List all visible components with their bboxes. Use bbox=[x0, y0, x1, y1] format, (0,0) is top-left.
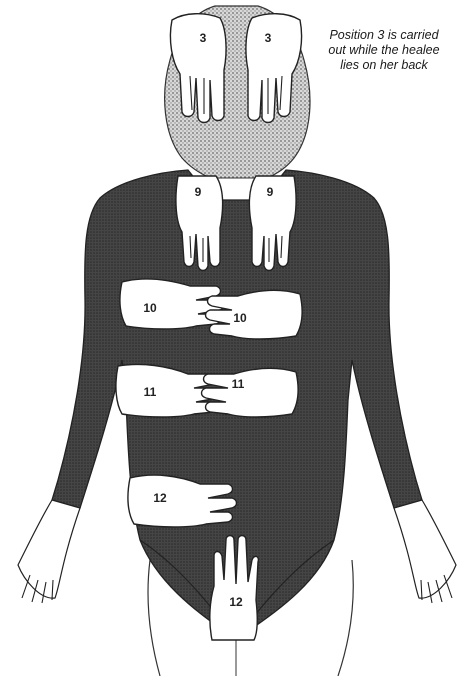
label-9-left: 9 bbox=[195, 185, 202, 199]
caption-line-3: lies on her back bbox=[300, 58, 468, 73]
label-3-left: 3 bbox=[200, 31, 207, 45]
label-10-right: 10 bbox=[233, 311, 247, 325]
label-11-right: 11 bbox=[232, 377, 245, 391]
position-11-right-hand bbox=[202, 368, 299, 417]
position-3-caption: Position 3 is carried out while the heal… bbox=[300, 28, 468, 73]
label-11-left: 11 bbox=[144, 385, 157, 399]
caption-line-1: Position 3 is carried bbox=[300, 28, 468, 43]
label-10-left: 10 bbox=[143, 301, 157, 315]
label-12-vertical: 12 bbox=[229, 595, 243, 609]
label-3-right: 3 bbox=[265, 31, 272, 45]
label-9-right: 9 bbox=[267, 185, 274, 199]
healee-left-hand bbox=[18, 500, 80, 603]
healee-right-hand bbox=[394, 500, 456, 603]
caption-line-2: out while the healee bbox=[300, 43, 468, 58]
label-12-horizontal: 12 bbox=[153, 491, 167, 505]
position-10-right-hand bbox=[206, 290, 303, 339]
